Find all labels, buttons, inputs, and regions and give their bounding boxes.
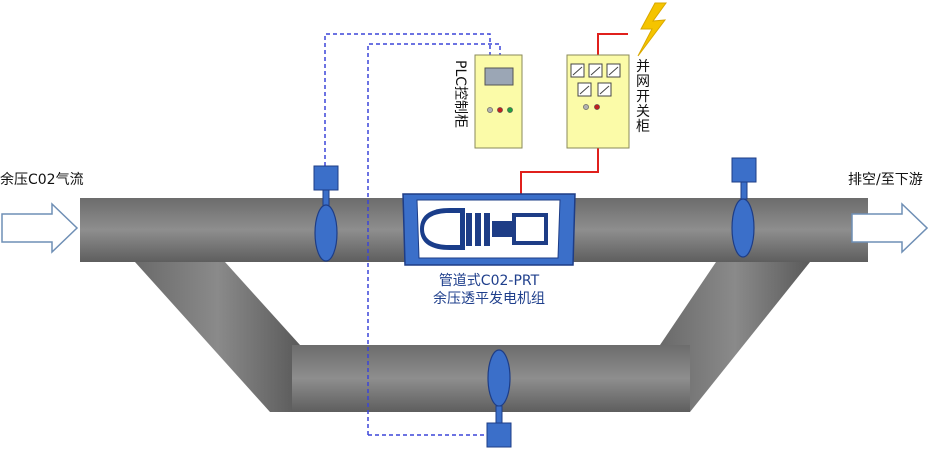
valve-bottom (486, 349, 512, 448)
plc-screen (484, 67, 514, 86)
lightning-icon (637, 2, 667, 57)
plc-indicator-light (507, 107, 513, 113)
generator-label-line1: 管道式C02-PRT (438, 273, 540, 289)
grid-cabinet-label: 并网开关柜 (636, 60, 652, 135)
plc-cabinet (474, 54, 523, 149)
plc-cabinet-label: PLC控制柜 (452, 60, 468, 129)
plc-indicator-light (487, 107, 493, 113)
valve-right (731, 157, 757, 258)
grid-switch-cabinet (566, 54, 630, 149)
grid-indicator-light (594, 104, 600, 110)
generator-label-line2: 余压透平发电机组 (433, 291, 545, 307)
valve-left (313, 165, 339, 262)
plc-indicator-light (497, 107, 503, 113)
outlet-label: 排空/至下游 (848, 172, 923, 188)
turbine-blades (466, 213, 472, 246)
power-lines (520, 33, 628, 195)
grid-indicator-light (583, 104, 589, 110)
generator-label: 管道式C02-PRT 余压透平发电机组 (404, 272, 574, 308)
outlet-arrow-icon (851, 202, 928, 254)
signal-lines (324, 33, 501, 436)
inlet-label: 余压C02气流 (0, 172, 84, 188)
inlet-arrow-icon (1, 202, 79, 254)
grid-cabinet-label-text: 并网开关柜 (636, 59, 650, 135)
generator-unit (402, 193, 576, 266)
